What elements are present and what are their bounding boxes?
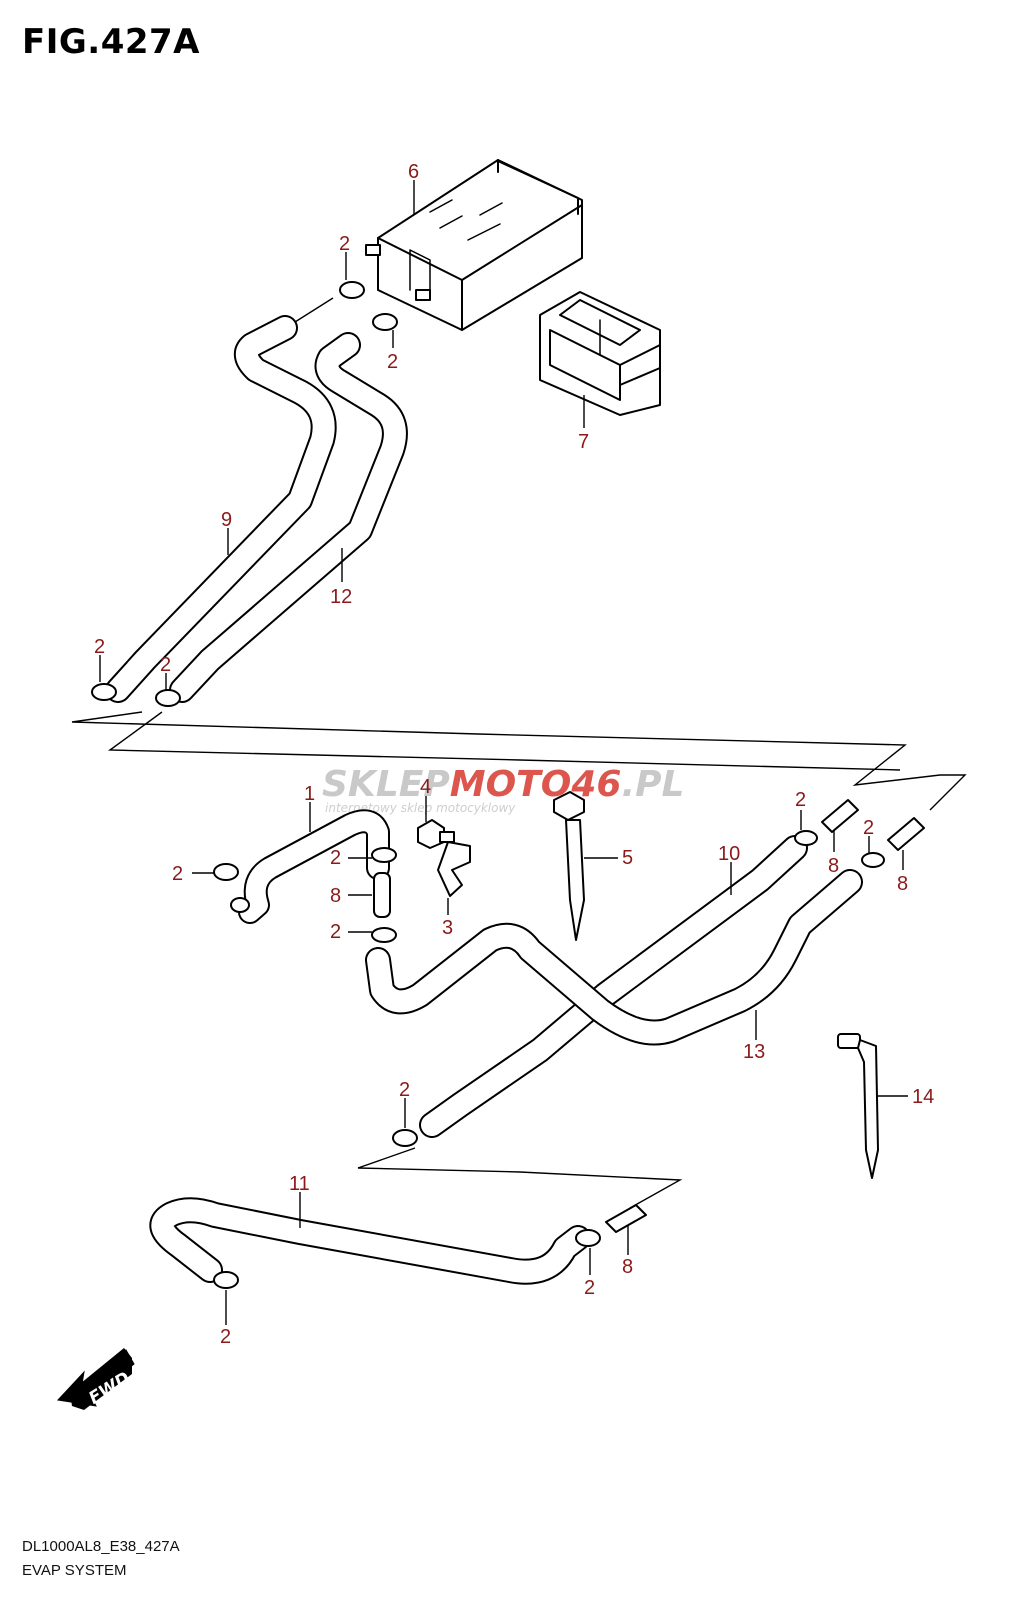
callout-8: 8 bbox=[330, 885, 341, 907]
callout-2: 2 bbox=[330, 847, 341, 869]
bracket-3 bbox=[437, 841, 471, 897]
hose-13 bbox=[365, 869, 863, 1046]
sensor-14 bbox=[837, 1033, 879, 1179]
callout-10: 10 bbox=[718, 843, 740, 865]
hose-1 bbox=[230, 809, 390, 924]
callout-numbers: 6 2 2 7 9 12 2 2 1 4 2 2 8 2 3 5 10 2 8 … bbox=[94, 161, 934, 1348]
clamp-1 bbox=[213, 863, 239, 881]
reference-lines-lower bbox=[357, 1147, 683, 1209]
callout-9: 9 bbox=[221, 509, 232, 531]
callout-12: 12 bbox=[330, 586, 352, 608]
reference-lines-top bbox=[71, 297, 967, 811]
section-name: EVAP SYSTEM bbox=[22, 1562, 127, 1579]
callout-11: 11 bbox=[289, 1173, 310, 1195]
callout-2: 2 bbox=[399, 1079, 410, 1101]
callout-7: 7 bbox=[578, 431, 589, 453]
hose-12 bbox=[169, 332, 408, 703]
joint-8-right-b bbox=[887, 817, 925, 851]
joint-8-mid bbox=[373, 872, 391, 918]
clamp-6 bbox=[392, 1129, 418, 1147]
canister-bracket bbox=[539, 291, 661, 416]
fwd-arrow: FWD bbox=[56, 1348, 135, 1410]
callout-2: 2 bbox=[220, 1326, 231, 1348]
cable-tie-5 bbox=[553, 791, 585, 941]
callout-2: 2 bbox=[330, 921, 341, 943]
callout-2: 2 bbox=[160, 654, 171, 676]
watermark-text: SKLEPMOTO46.PL bbox=[322, 764, 684, 805]
callout-2: 2 bbox=[584, 1277, 595, 1299]
callout-2: 2 bbox=[387, 351, 398, 373]
callout-3: 3 bbox=[442, 917, 453, 939]
clamp-3 bbox=[371, 927, 397, 943]
clamp-4 bbox=[794, 830, 818, 846]
watermark: SKLEPMOTO46.PL internetowy sklep motocyk… bbox=[322, 764, 684, 815]
clamp-8 bbox=[575, 1229, 601, 1247]
callout-2: 2 bbox=[795, 789, 806, 811]
callout-14: 14 bbox=[912, 1086, 934, 1108]
clamp-7 bbox=[213, 1271, 239, 1289]
leader-lines bbox=[99, 180, 908, 1325]
callout-8: 8 bbox=[622, 1256, 633, 1278]
callout-2: 2 bbox=[172, 863, 183, 885]
callout-2: 2 bbox=[339, 233, 350, 255]
clamp-5 bbox=[861, 852, 885, 868]
callout-13: 13 bbox=[743, 1041, 765, 1063]
callout-6: 6 bbox=[408, 161, 419, 183]
clamp-2 bbox=[371, 847, 397, 863]
callout-4: 4 bbox=[420, 776, 431, 798]
callout-1: 1 bbox=[304, 783, 315, 805]
hose-9 bbox=[105, 315, 337, 703]
hose-11 bbox=[149, 1197, 591, 1285]
figure-title: FIG.427A bbox=[22, 22, 200, 62]
hose-10 bbox=[419, 835, 808, 1138]
clamps-top bbox=[91, 281, 398, 707]
callout-8: 8 bbox=[897, 873, 908, 895]
model-code: DL1000AL8_E38_427A bbox=[22, 1538, 180, 1555]
callout-2: 2 bbox=[863, 817, 874, 839]
joint-8-lower bbox=[605, 1204, 647, 1233]
callout-8: 8 bbox=[828, 855, 839, 877]
callout-5: 5 bbox=[622, 847, 633, 869]
callout-2: 2 bbox=[94, 636, 105, 658]
bolt-4 bbox=[417, 819, 455, 849]
joint-8-right-a bbox=[821, 799, 859, 833]
canister bbox=[365, 159, 583, 331]
